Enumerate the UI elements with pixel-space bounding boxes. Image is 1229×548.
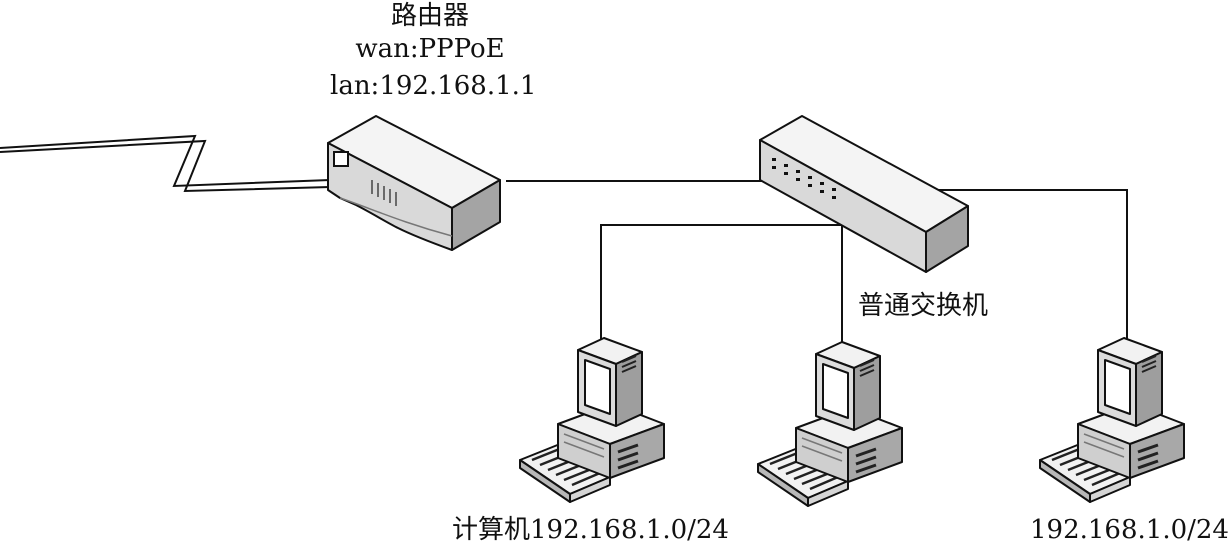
computer-icon — [756, 340, 904, 508]
router-lan-label: lan:192.168.1.1 — [330, 71, 537, 101]
router-icon — [327, 115, 501, 251]
computer-label-right: 192.168.1.0/24 — [1030, 515, 1229, 545]
computer-icon — [1038, 336, 1186, 504]
router-name: 路由器 — [390, 1, 469, 31]
switch-icon — [759, 115, 969, 273]
router-wan-label: wan:PPPoE — [355, 34, 505, 64]
computer-label-left: 计算机192.168.1.0/24 — [452, 515, 729, 545]
computer-icon — [518, 336, 666, 504]
switch-label: 普通交换机 — [858, 291, 989, 321]
network-cables — [506, 180, 1128, 354]
lightning-link-icon — [0, 134, 331, 193]
